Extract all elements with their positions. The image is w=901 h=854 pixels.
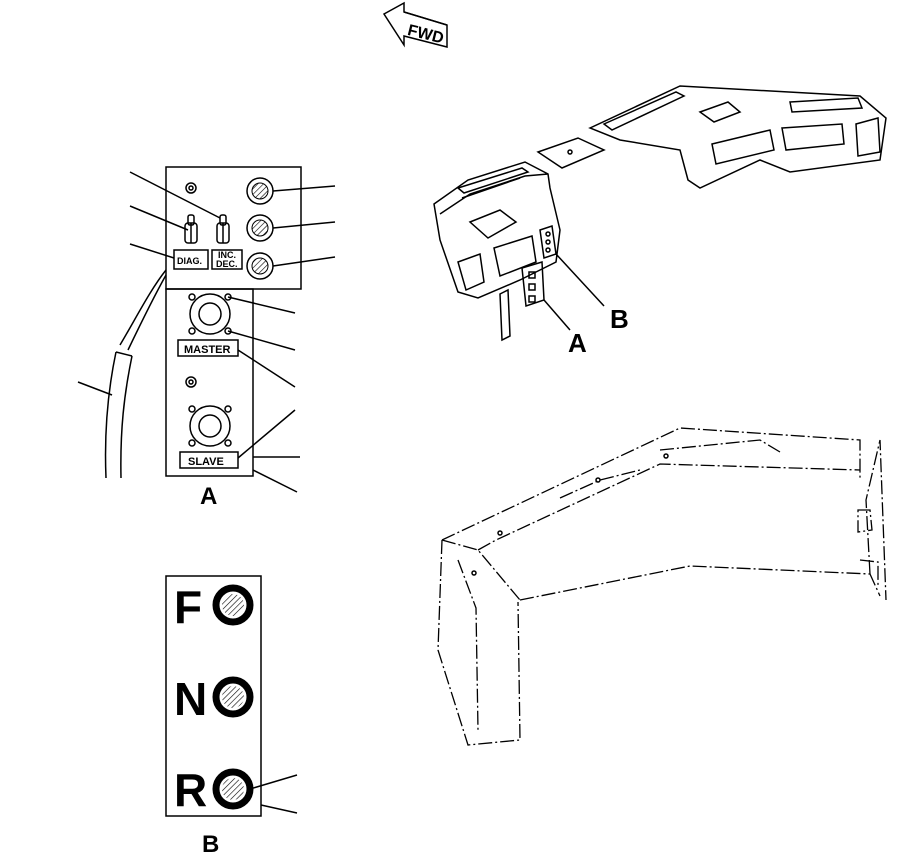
inc-label: INC. — [218, 250, 236, 260]
neutral-lamp-icon — [212, 676, 254, 718]
neutral-letter: N — [174, 673, 207, 725]
detail-b-panel: F N R B — [165, 575, 298, 854]
machine-body-outline — [437, 427, 887, 746]
callout-a: A — [568, 328, 587, 358]
leader-line — [249, 774, 298, 790]
slave-label: SLAVE — [188, 456, 224, 468]
leader-line — [555, 253, 605, 307]
leader-line — [129, 171, 221, 219]
leader-line — [260, 804, 298, 814]
leader-line — [227, 330, 296, 351]
indicator-lamp-2 — [246, 214, 274, 242]
dec-label: DEC. — [216, 259, 238, 269]
screw-icon — [185, 182, 197, 194]
leader-line — [272, 185, 336, 192]
dashboard-assembly: B A — [433, 85, 887, 358]
slave-connector — [188, 405, 232, 447]
diag-toggle-switch — [184, 214, 198, 244]
diag-label: DIAG. — [177, 256, 202, 266]
leader-line — [227, 296, 296, 314]
reverse-letter: R — [174, 764, 207, 816]
indicator-lamp-1 — [246, 177, 274, 205]
detail-a-title: A — [200, 483, 217, 510]
leader-line — [252, 469, 298, 493]
leader-line — [272, 221, 336, 229]
wiring-harness — [104, 269, 167, 479]
master-connector — [188, 293, 232, 335]
indicator-lamp-3 — [246, 252, 274, 280]
callout-b: B — [610, 304, 629, 334]
forward-letter: F — [174, 581, 202, 633]
fwd-label: FWD — [406, 22, 445, 47]
leader-line — [129, 243, 175, 259]
leader-line — [129, 205, 189, 231]
detail-a-panel: DIAG. INC. DEC. MASTER — [77, 166, 336, 510]
leader-line — [237, 349, 296, 388]
inc-dec-toggle-switch — [216, 214, 230, 244]
master-label: MASTER — [184, 344, 231, 356]
leader-line — [543, 299, 571, 331]
leader-line — [77, 381, 113, 396]
connector-b — [539, 225, 557, 259]
forward-lamp-icon — [212, 584, 254, 626]
detail-b-title: B — [202, 831, 219, 854]
leader-line — [237, 409, 296, 459]
screw-icon — [185, 376, 197, 388]
leader-line — [272, 256, 336, 267]
fwd-arrow: FWD — [382, 1, 448, 48]
